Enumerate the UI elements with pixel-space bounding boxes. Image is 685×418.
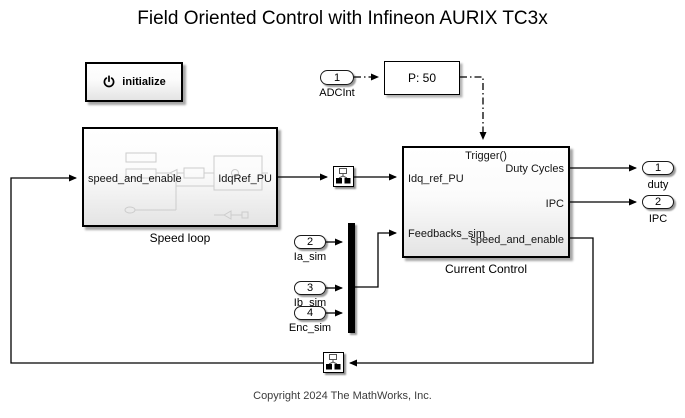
inport-number: 2 [306, 236, 314, 248]
current-control-subsystem[interactable]: Trigger() Idq_ref_PU Feedbacks_sim Duty … [402, 146, 570, 258]
inport-number: 1 [333, 71, 341, 84]
outport-number: 2 [654, 196, 662, 208]
current-control-caption: Current Control [444, 262, 528, 276]
speed-loop-caption: Speed loop [149, 231, 211, 245]
inport-ia-sim-label: Ia_sim [293, 251, 327, 263]
port-label-duty-cycles: Duty Cycles [505, 163, 564, 175]
signal-param-to-trigger[interactable] [460, 76, 487, 140]
signal-mux-to-feedbacks[interactable] [355, 229, 397, 288]
inport-enc-sim-label: Enc_sim [288, 322, 332, 334]
double-buffer-icon [336, 168, 351, 184]
outport-duty-label: duty [647, 179, 669, 191]
parameter-label: P: 50 [407, 71, 437, 85]
port-label-ipc-out: IPC [545, 198, 564, 210]
parameter-block[interactable]: P: 50 [384, 61, 460, 95]
model-title: Field Oriented Control with Infineon AUR… [137, 8, 548, 29]
power-icon [102, 75, 116, 89]
port-label-idqref-out: IdqRef_PU [218, 173, 272, 185]
signal-feedback-left[interactable] [10, 174, 323, 364]
copyright-note: Copyright 2024 The MathWorks, Inc. [253, 390, 432, 402]
inport-ib-sim[interactable]: 3 [294, 281, 326, 295]
buffer-block-bottom[interactable] [323, 352, 344, 373]
inport-adcint[interactable]: 1 [320, 70, 354, 85]
initialize-block[interactable]: initialize [85, 62, 183, 102]
port-label-speed-and-enable-in: speed_and_enable [88, 173, 182, 185]
inport-number: 4 [306, 307, 314, 319]
inport-number: 3 [306, 282, 314, 294]
outport-duty[interactable]: 1 [642, 161, 674, 175]
speed-loop-subsystem[interactable]: speed_and_enable IdqRef_PU [82, 127, 278, 227]
port-label-feedbacks-sim: Feedbacks_sim [408, 228, 486, 240]
outport-number: 1 [654, 162, 662, 174]
outport-ipc-label: IPC [648, 213, 668, 225]
port-label-trigger: Trigger() [465, 150, 507, 162]
outport-ipc[interactable]: 2 [642, 195, 674, 209]
port-label-speed-and-enable-out: speed_and_enable [470, 234, 564, 246]
initialize-label: initialize [122, 76, 166, 88]
mux-bar[interactable] [348, 223, 355, 333]
speed-loop-preview [124, 152, 268, 220]
double-buffer-icon [326, 354, 341, 370]
signal-feedback-right[interactable] [349, 237, 594, 367]
inport-adcint-label: ADCInt [319, 87, 355, 99]
port-label-idq-ref-pu: Idq_ref_PU [408, 173, 464, 185]
inport-ia-sim[interactable]: 2 [294, 235, 326, 249]
inport-enc-sim[interactable]: 4 [294, 306, 326, 320]
buffer-block-top[interactable] [333, 166, 354, 187]
